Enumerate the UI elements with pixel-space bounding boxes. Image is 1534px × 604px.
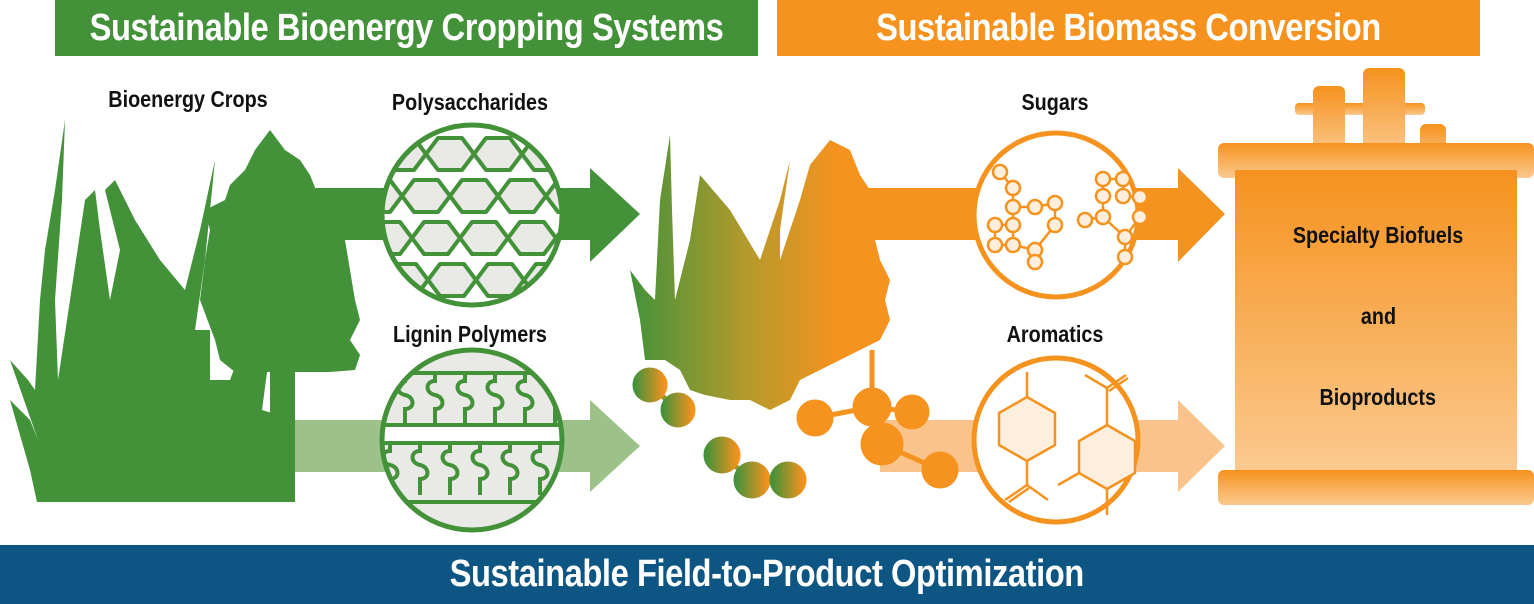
bioreactor-tank-icon <box>1218 68 1534 505</box>
footer-field-to-product: Sustainable Field-to-Product Optimizatio… <box>0 545 1534 604</box>
header-biomass-conversion-text: Sustainable Biomass Conversion <box>876 6 1381 49</box>
header-cropping-systems: Sustainable Bioenergy Cropping Systems <box>55 0 758 56</box>
grass-and-tree-icon <box>10 120 360 502</box>
label-polysaccharides: Polysaccharides <box>391 89 549 115</box>
label-aromatics: Aromatics <box>1006 321 1104 347</box>
lignin-polymer-icon <box>379 347 565 533</box>
label-sugars: Sugars <box>1021 89 1089 115</box>
label-specialty-biofuels: Specialty Biofuels <box>1292 222 1464 248</box>
footer-field-to-product-text: Sustainable Field-to-Product Optimizatio… <box>449 553 1085 595</box>
aromatic-ring-icon <box>971 355 1141 525</box>
header-cropping-systems-text: Sustainable Bioenergy Cropping Systems <box>89 6 724 49</box>
label-bioenergy-crops: Bioenergy Crops <box>108 86 268 112</box>
label-bioproducts: Bioproducts <box>1319 384 1437 410</box>
sugar-molecule-icon <box>971 130 1149 300</box>
hexagon-chain-icon <box>379 122 565 308</box>
label-and: and <box>1360 303 1396 329</box>
biomass-to-molecules-gradient-icon <box>630 135 959 499</box>
header-biomass-conversion: Sustainable Biomass Conversion <box>777 0 1480 56</box>
label-lignin-polymers: Lignin Polymers <box>393 321 547 347</box>
